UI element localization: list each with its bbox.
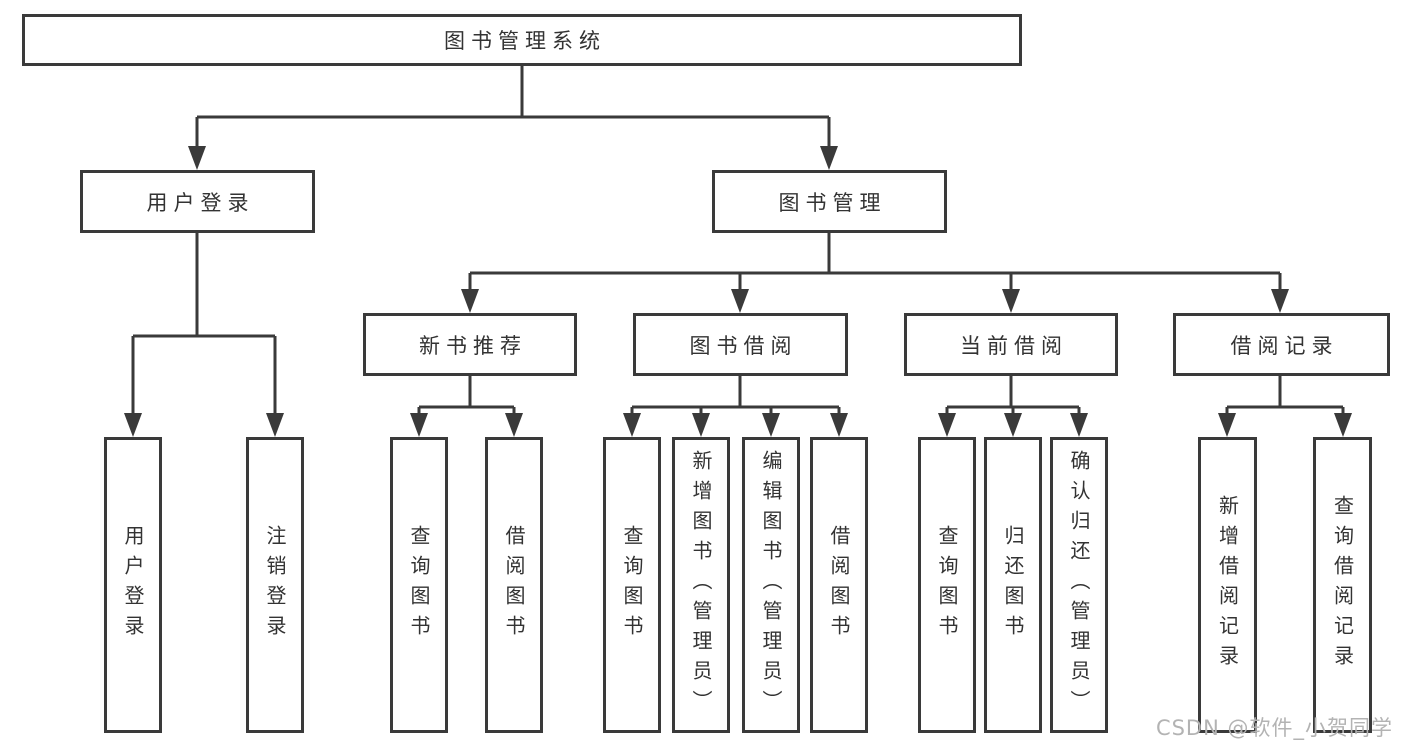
leaf-query-book-borrow: 查询图书 [603,437,661,733]
leaf-add-book-admin: 新增图书（管理员） [672,437,730,733]
watermark: CSDN @软件_小贺同学 [1155,716,1393,740]
leaf-add-borrow-record-label: 新增借阅记录 [1215,495,1240,675]
leaf-user-login-label: 用户登录 [121,525,145,645]
leaf-borrow-book: 借阅图书 [810,437,868,733]
leaf-user-login: 用户登录 [104,437,162,733]
node-borrow-records-label: 借阅记录 [1230,333,1339,358]
node-root: 图书管理系统 [22,14,1022,66]
node-user-login: 用户登录 [80,170,315,233]
leaf-query-borrow-record: 查询借阅记录 [1313,437,1372,733]
leaf-borrow-book-recommend: 借阅图书 [485,437,543,733]
leaf-logout: 注销登录 [246,437,304,733]
node-book-borrow: 图书借阅 [633,313,848,376]
leaf-query-book-current: 查询图书 [918,437,976,733]
leaf-logout-label: 注销登录 [263,525,287,645]
leaf-query-borrow-record-label: 查询借阅记录 [1330,495,1355,675]
node-new-book-recommend-label: 新书推荐 [419,333,527,358]
leaf-query-book-current-label: 查询图书 [935,525,959,645]
node-book-management: 图书管理 [712,170,947,233]
leaf-borrow-book-recommend-label: 借阅图书 [502,525,526,645]
node-book-borrow-label: 图书借阅 [689,333,798,358]
leaf-query-book-recommend: 查询图书 [390,437,448,733]
arrowheads [124,146,1352,437]
leaf-confirm-return-admin-label: 确认归还（管理员） [1067,450,1091,720]
node-user-login-label: 用户登录 [146,190,255,215]
leaf-add-borrow-record: 新增借阅记录 [1198,437,1257,733]
leaf-query-book-recommend-label: 查询图书 [407,525,431,645]
leaf-add-book-admin-label: 新增图书（管理员） [689,450,713,720]
leaf-return-book: 归还图书 [984,437,1042,733]
node-book-management-label: 图书管理 [778,190,887,215]
node-root-label: 图书管理系统 [444,29,606,53]
leaf-confirm-return-admin: 确认归还（管理员） [1050,437,1108,733]
node-new-book-recommend: 新书推荐 [363,313,577,376]
leaf-edit-book-admin-label: 编辑图书（管理员） [759,450,783,720]
leaf-return-book-label: 归还图书 [1001,525,1025,645]
leaf-edit-book-admin: 编辑图书（管理员） [742,437,800,733]
node-borrow-records: 借阅记录 [1173,313,1390,376]
node-current-borrow-label: 当前借阅 [960,333,1068,358]
leaf-query-book-borrow-label: 查询图书 [620,525,644,645]
node-current-borrow: 当前借阅 [904,313,1118,376]
leaf-borrow-book-label: 借阅图书 [827,525,851,645]
